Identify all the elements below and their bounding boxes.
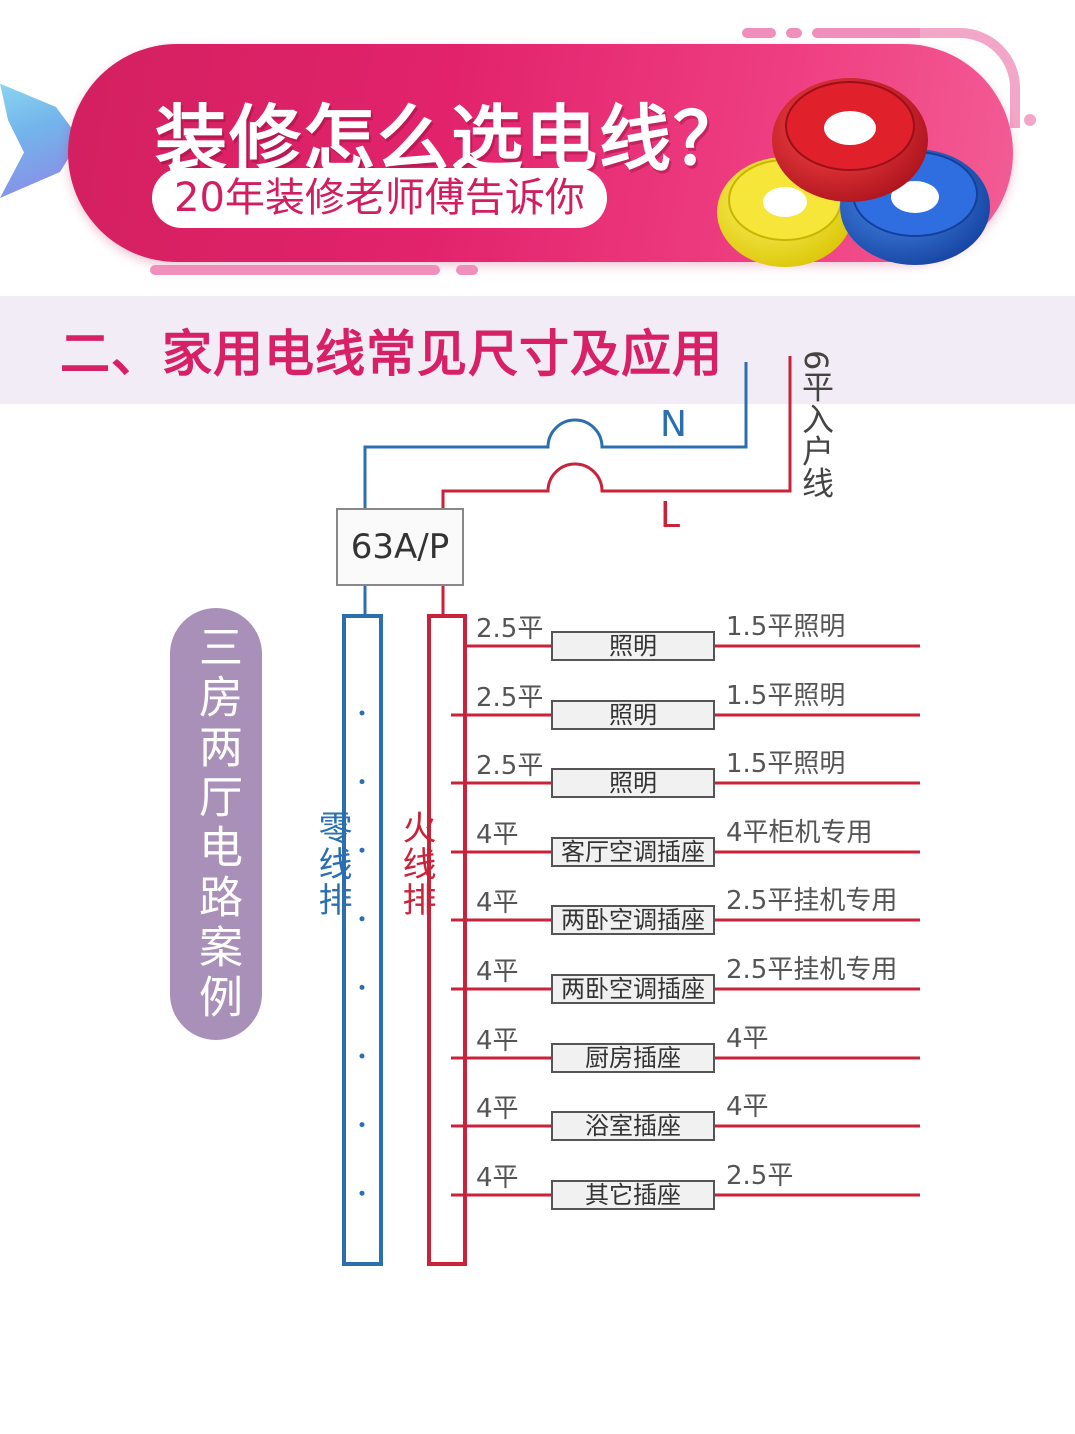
circuit-output-size: 4平	[726, 1092, 769, 1122]
circuit-output-size: 2.5平挂机专用	[726, 886, 898, 916]
case-title: 三房两厅电路案例	[191, 624, 242, 1024]
live-bar-label: 火线排	[396, 810, 436, 918]
neutral-bar-terminal	[359, 710, 365, 716]
circuit-input-size: 4平	[476, 888, 519, 918]
decor-pill	[786, 28, 802, 38]
neutral-bar-terminal	[359, 916, 365, 922]
circuit-box: 其它插座	[551, 1180, 715, 1210]
neutral-label: N	[660, 404, 687, 445]
circuit-box: 两卧空调插座	[551, 905, 715, 935]
decor-arc	[920, 28, 1020, 128]
banner-subtitle: 20年装修老师傅告诉你	[152, 168, 607, 228]
circuit-output-size: 4平柜机专用	[726, 818, 873, 848]
decor-dot	[1024, 114, 1036, 126]
main-breaker: 63A/P	[336, 508, 464, 586]
red-wire-coil	[772, 78, 928, 202]
neutral-bar	[342, 614, 383, 1266]
neutral-bar-label: 零线排	[312, 810, 352, 918]
decor-pill	[150, 265, 440, 275]
circuit-input-size: 4平	[476, 820, 519, 850]
circuit-input-size: 2.5平	[476, 614, 544, 644]
circuit-box: 浴室插座	[551, 1111, 715, 1141]
circuit-input-size: 4平	[476, 957, 519, 987]
circuit-output-size: 1.5平照明	[726, 749, 846, 779]
neutral-bar-terminal	[359, 847, 365, 853]
circuit-box: 两卧空调插座	[551, 974, 715, 1004]
decor-pill	[812, 28, 924, 38]
section-title: 二、家用电线常见尺寸及应用	[60, 325, 723, 383]
circuit-box: 厨房插座	[551, 1043, 715, 1073]
decor-pill	[456, 265, 478, 275]
neutral-bar-terminal	[359, 1122, 365, 1128]
neutral-bar-terminal	[359, 984, 365, 990]
neutral-line	[363, 362, 748, 508]
neutral-bar-terminal	[359, 1053, 365, 1059]
circuit-output-size: 1.5平照明	[726, 612, 846, 642]
circuit-input-size: 4平	[476, 1094, 519, 1124]
live-line	[441, 356, 792, 508]
circuit-input-size: 4平	[476, 1163, 519, 1193]
circuit-output-size: 1.5平照明	[726, 681, 846, 711]
live-label: L	[660, 495, 681, 536]
circuit-box: 照明	[551, 700, 715, 730]
wire-coils-illustration	[717, 78, 990, 267]
neutral-bar-terminal	[359, 1190, 365, 1196]
circuit-box: 照明	[551, 631, 715, 661]
circuit-output-size: 4平	[726, 1024, 769, 1054]
decor-pill	[742, 28, 776, 38]
circuit-input-size: 4平	[476, 1026, 519, 1056]
circuit-box: 客厅空调插座	[551, 837, 715, 867]
circuit-output-size: 2.5平挂机专用	[726, 955, 898, 985]
circuit-input-size: 2.5平	[476, 683, 544, 713]
circuit-input-size: 2.5平	[476, 751, 544, 781]
circuit-box: 照明	[551, 768, 715, 798]
case-title-pill: 三房两厅电路案例	[170, 608, 262, 1040]
neutral-bar-terminal	[359, 779, 365, 785]
live-bar	[427, 614, 467, 1266]
entry-wire-label: 6平入户线	[797, 350, 835, 499]
banner-title: 装修怎么选电线？	[155, 97, 748, 181]
section-header	[0, 296, 1075, 404]
breaker-label: 63A/P	[350, 527, 450, 567]
circuit-output-size: 2.5平	[726, 1161, 794, 1191]
